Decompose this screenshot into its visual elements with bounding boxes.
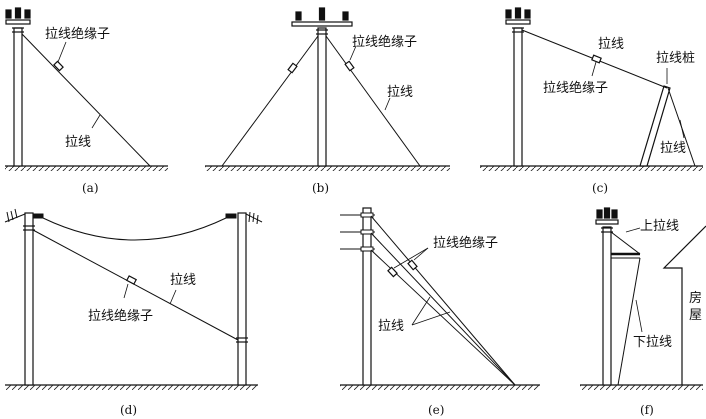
house-label-f-1: 房 bbox=[689, 290, 702, 306]
lower-guy-label-f: 下拉线 bbox=[633, 335, 672, 350]
panel-e bbox=[340, 207, 540, 390]
pole-c bbox=[513, 27, 523, 167]
caption-e: (e) bbox=[428, 403, 444, 417]
stake-label-c: 拉线桩 bbox=[656, 51, 695, 66]
pole-a bbox=[13, 27, 23, 167]
panel-d bbox=[4, 208, 263, 390]
house-f bbox=[662, 225, 706, 385]
caption-f: (f) bbox=[640, 403, 654, 417]
guy-insulator-c bbox=[591, 54, 602, 64]
cross-arm-b bbox=[291, 21, 353, 27]
guy-wire-b-right bbox=[325, 35, 421, 167]
guy-label-a: 拉线 bbox=[65, 135, 91, 150]
guy-wire-e-1 bbox=[370, 215, 516, 386]
cross-arm-f bbox=[595, 219, 619, 225]
pin-insulator-icon bbox=[5, 7, 31, 19]
ground-hatch-e bbox=[340, 385, 540, 390]
guy-wire-b-left bbox=[221, 35, 319, 167]
panel-a bbox=[5, 7, 168, 171]
guy-insulator-d bbox=[125, 275, 138, 285]
insulator-label-d: 拉线绝缘子 bbox=[88, 308, 153, 324]
caption-c: (c) bbox=[592, 181, 608, 195]
caption-a: (a) bbox=[82, 181, 99, 195]
pole-f bbox=[602, 226, 612, 386]
guy-label-b: 拉线 bbox=[387, 85, 413, 100]
guy-label-e: 拉线 bbox=[378, 319, 404, 334]
pole-d-left bbox=[24, 212, 34, 386]
guy-insulator-a bbox=[53, 60, 64, 72]
panel-f bbox=[580, 207, 706, 390]
insulator-label-b: 拉线绝缘子 bbox=[352, 34, 417, 50]
insulator-label-a: 拉线绝缘子 bbox=[45, 26, 110, 42]
guy-label-c: 拉线 bbox=[598, 37, 624, 52]
pole-e bbox=[362, 207, 372, 386]
caption-d: (d) bbox=[120, 403, 137, 417]
pin-insulator-icon bbox=[505, 7, 531, 19]
pin-insulator-icon bbox=[596, 207, 618, 219]
cross-arm-c bbox=[505, 19, 531, 25]
pole-b bbox=[317, 27, 327, 167]
guy-insulator-b-left bbox=[287, 62, 298, 74]
panel-c bbox=[480, 7, 703, 171]
guy-wire-a bbox=[21, 33, 151, 167]
guy-wire-d bbox=[32, 229, 239, 341]
ground-hatch-b bbox=[205, 166, 450, 171]
cross-arms-e bbox=[340, 212, 375, 252]
ground-hatch-f bbox=[580, 385, 703, 390]
guy-insulator-e-2 bbox=[387, 266, 398, 278]
guy-stake-c bbox=[639, 85, 671, 167]
guy-insulator-e-1 bbox=[407, 259, 418, 271]
ground-hatch-c bbox=[480, 166, 703, 171]
conductor-d bbox=[42, 217, 227, 241]
strain-insulator-icon bbox=[4, 208, 44, 223]
insulator-label-c: 拉线绝缘子 bbox=[543, 80, 608, 96]
ground-hatch-d bbox=[5, 385, 258, 390]
panel-b bbox=[205, 7, 450, 171]
house-label-f-2: 屋 bbox=[689, 308, 702, 323]
cross-arm-a bbox=[5, 19, 31, 25]
guy-insulator-b-right bbox=[344, 60, 355, 72]
upper-guy-label-f: 上拉线 bbox=[640, 219, 679, 234]
guy-wire-e-2 bbox=[370, 232, 516, 386]
ground-hatch-a bbox=[5, 166, 168, 171]
insulator-label-e: 拉线绝缘子 bbox=[433, 235, 498, 251]
caption-b: (b) bbox=[312, 181, 329, 195]
upper-guy-wire-f bbox=[610, 231, 641, 255]
guy-label-d: 拉线 bbox=[170, 273, 196, 288]
strain-insulator-icon bbox=[225, 211, 263, 225]
pole-d-right bbox=[237, 212, 247, 386]
lower-guy-label-c: 拉线 bbox=[660, 141, 686, 156]
pin-insulator-icon bbox=[295, 7, 349, 21]
lower-guy-wire-f bbox=[617, 257, 641, 386]
